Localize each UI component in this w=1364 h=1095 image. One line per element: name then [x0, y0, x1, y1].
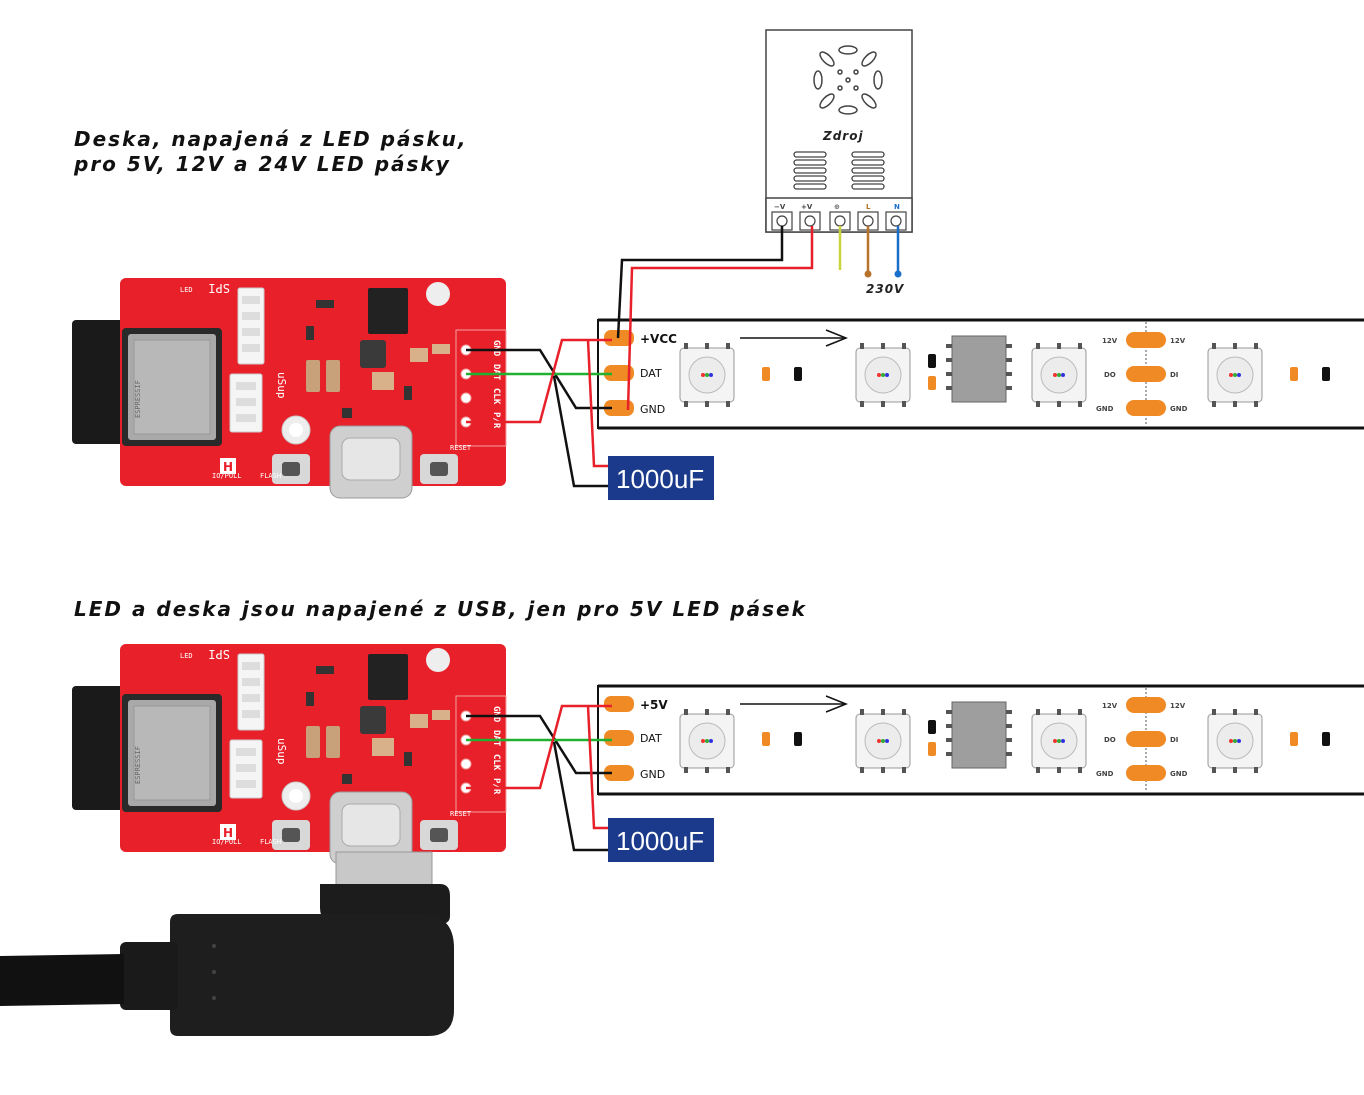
capacitor-label-bottom: 1000uF — [616, 826, 704, 856]
led-chip — [679, 342, 735, 408]
usb-cable — [0, 851, 454, 1036]
mid-label-l2: GND — [1096, 405, 1114, 413]
led-chip — [679, 708, 735, 774]
silk-led-bottom: LED — [180, 652, 193, 660]
mid-label-l0-b: 12V — [1102, 702, 1118, 710]
pin-clk-bottom: CLK — [491, 754, 501, 771]
silk-led-top: LED — [180, 286, 193, 294]
mid-label-r0-b: 12V — [1170, 702, 1186, 710]
controller-board-top: SPI uSup ESPRESSIF FLASH RESET LED IO/PU… — [71, 277, 507, 499]
pin-pr-bottom: P/R — [491, 778, 501, 795]
vent-right — [851, 151, 885, 190]
wiring-bottom — [466, 704, 612, 852]
ic-chip — [946, 335, 1012, 403]
caption-top-line2: pro 5V, 12V a 24V LED pásky — [73, 152, 451, 176]
fan-icon — [813, 45, 883, 115]
silk-reset-top: RESET — [450, 444, 472, 452]
led-chip — [855, 342, 911, 408]
terminal-live: L — [866, 203, 871, 211]
capacitor-top: 1000uF — [608, 456, 714, 500]
terminal-neutral: N — [894, 203, 900, 211]
module-brand-top: ESPRESSIF — [134, 380, 142, 418]
mid-label-r1: DI — [1170, 371, 1178, 379]
mid-label-l1-b: DO — [1104, 736, 1116, 744]
direction-arrow — [740, 695, 849, 713]
psu-label: Zdroj — [822, 129, 864, 143]
power-supply: Zdroj −V +V ⊕ L N — [765, 29, 913, 296]
terminal-minus-v: −V — [774, 203, 786, 211]
caption-top-line1: Deska, napajená z LED pásku, — [74, 127, 468, 151]
silk-reset-bottom: RESET — [450, 810, 472, 818]
ic-chip — [946, 701, 1012, 769]
wiring-top — [466, 226, 814, 488]
led-chip — [1031, 708, 1087, 774]
terminal-plus-v: +V — [801, 203, 813, 211]
pad-dat-label-bottom: DAT — [640, 732, 662, 745]
silk-usup-top: uSup — [275, 372, 288, 399]
mid-label-l0: 12V — [1102, 337, 1118, 345]
mid-label-l1: DO — [1104, 371, 1116, 379]
silk-flash-bottom: FLASH — [260, 838, 281, 846]
terminal-labels: −V +V ⊕ L N — [774, 203, 900, 211]
pad-gnd-label: GND — [640, 403, 665, 416]
pin-clk-top: CLK — [491, 388, 501, 405]
direction-arrow — [740, 329, 849, 347]
pin-gnd-top: GND — [491, 340, 501, 357]
led-strip-top: +VCC DAT GND 12V DO GND 12V DI — [597, 318, 1364, 430]
terminal-earth: ⊕ — [834, 203, 840, 211]
led-chip — [1207, 708, 1263, 774]
capacitor-bottom: 1000uF — [608, 818, 714, 862]
capacitor-label-top: 1000uF — [616, 464, 704, 494]
pin-dat-bottom: DAT — [491, 730, 501, 747]
pad-dat-label: DAT — [640, 367, 662, 380]
vent-left — [793, 151, 827, 190]
silk-usup-bottom: uSup — [275, 738, 288, 765]
silk-iopull-bottom: IO/PULL — [212, 838, 242, 846]
mains-label: 230V — [866, 282, 905, 296]
pad-gnd-label-bottom: GND — [640, 768, 665, 781]
mid-label-r1-b: DI — [1170, 736, 1178, 744]
silk-spi-top: SPI — [208, 281, 230, 295]
pad-vcc-label: +VCC — [640, 332, 677, 346]
mid-label-r2: GND — [1170, 405, 1188, 413]
led-chip — [1031, 342, 1087, 408]
pin-gnd-bottom: GND — [491, 706, 501, 723]
led-chip — [855, 708, 911, 774]
silk-iopull-top: IO/PULL — [212, 472, 242, 480]
silk-flash-top: FLASH — [260, 472, 281, 480]
mid-label-l2-b: GND — [1096, 770, 1114, 778]
pin-pr-top: P/R — [491, 412, 501, 429]
led-chip — [1207, 342, 1263, 408]
module-brand-bottom: ESPRESSIF — [134, 746, 142, 784]
led-strip-bottom: +5V DAT GND 12V DO GND 12V DI — [597, 684, 1364, 796]
mid-label-r2-b: GND — [1170, 770, 1188, 778]
mid-label-r0: 12V — [1170, 337, 1186, 345]
silk-spi-bottom: SPI — [208, 647, 230, 661]
pin-dat-top: DAT — [491, 364, 501, 381]
pad-5v-label: +5V — [640, 698, 668, 712]
caption-bottom: LED a deska jsou napajené z USB, jen pro… — [74, 597, 807, 621]
controller-board-bottom: SPI uSup ESPRESSIF FLASH RESET LED IO/PU… — [71, 643, 507, 865]
